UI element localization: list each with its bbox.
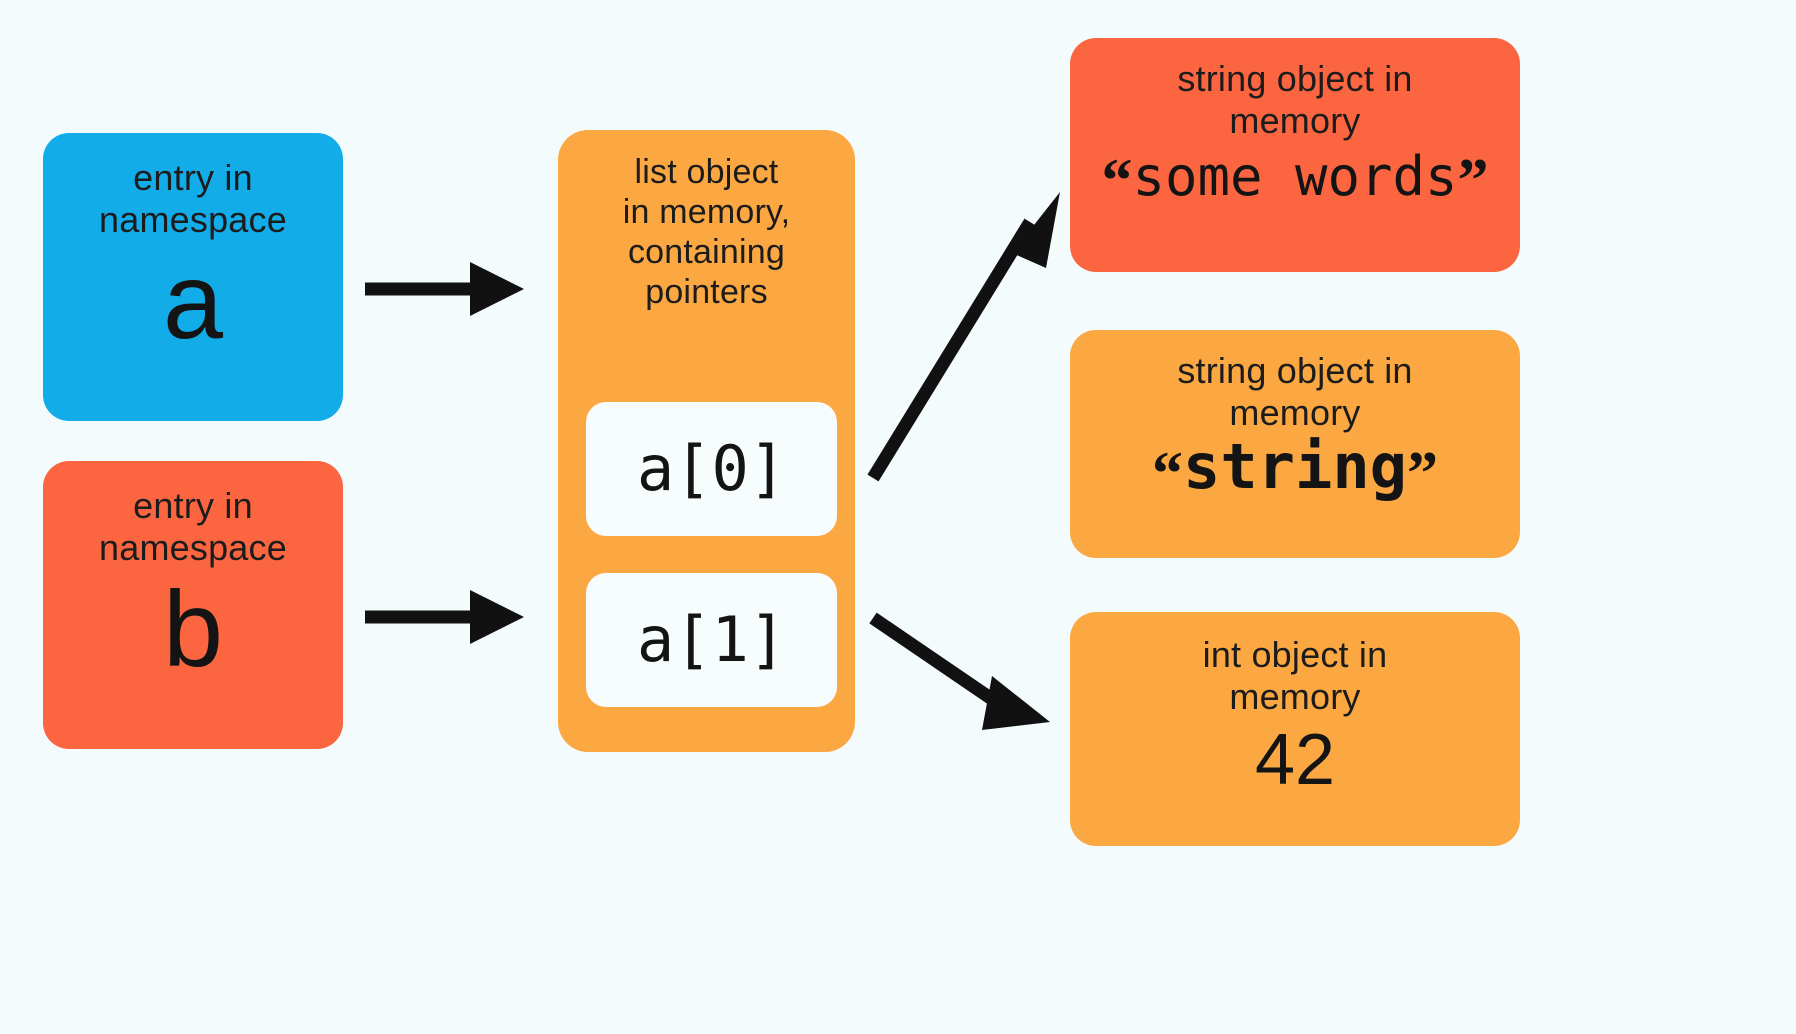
- close-quote-glyph: ”: [1406, 439, 1438, 508]
- open-quote-glyph: “: [1101, 146, 1133, 215]
- arrow-cell1-to-int: [869, 612, 1050, 730]
- string-object-string-caption-line2: memory: [1229, 391, 1361, 433]
- close-quote-glyph: ”: [1457, 146, 1489, 215]
- string-object-string-value-line: “ string ”: [1070, 429, 1520, 505]
- string-object-some-words-value: some words: [1132, 144, 1458, 208]
- arrow-cell0-to-some-words: [867, 192, 1060, 482]
- list-cell-a1: a[1]: [586, 573, 837, 707]
- open-quote-glyph: “: [1152, 439, 1184, 508]
- list-object: list object in memory, containing pointe…: [558, 130, 855, 752]
- namespace-entry-b-variable: b: [162, 567, 224, 689]
- namespace-entry-a-caption-line2: namespace: [99, 198, 287, 240]
- string-object-some-words-caption-line2: memory: [1229, 99, 1361, 141]
- string-object-some-words: string object in memory “ some words ”: [1070, 38, 1520, 272]
- string-object-string: string object in memory “ string ”: [1070, 330, 1520, 558]
- namespace-entry-b: entry in namespace b: [43, 461, 343, 749]
- arrow-b-to-list: [365, 590, 524, 644]
- namespace-entry-b-caption-line2: namespace: [99, 526, 287, 568]
- string-object-string-value: string: [1183, 429, 1407, 503]
- int-object-42-value: 42: [1254, 719, 1336, 800]
- namespace-entry-a-variable: a: [162, 239, 224, 361]
- namespace-entry-a: entry in namespace a: [43, 133, 343, 421]
- namespace-entry-b-caption-line1: entry in: [133, 485, 253, 526]
- string-object-string-caption-line1: string object in: [1177, 350, 1413, 391]
- string-object-some-words-caption-line1: string object in: [1177, 58, 1413, 99]
- list-cell-a0: a[0]: [586, 402, 837, 536]
- int-object-42: int object in memory 42: [1070, 612, 1520, 846]
- list-object-caption-line1: list object: [634, 153, 779, 191]
- list-cell-a0-label: a[0]: [636, 432, 787, 505]
- namespace-entry-a-caption-line1: entry in: [133, 157, 253, 198]
- list-object-caption-line3: containing: [627, 233, 785, 272]
- string-object-some-words-value-line: “ some words ”: [1070, 144, 1520, 212]
- int-object-42-caption-line1: int object in: [1202, 634, 1388, 675]
- arrow-a-to-list: [365, 262, 524, 316]
- list-cell-a1-label: a[1]: [636, 603, 787, 676]
- list-object-caption-line2: in memory,: [622, 193, 791, 232]
- int-object-42-caption-line2: memory: [1229, 675, 1361, 717]
- list-object-caption-line4: pointers: [645, 273, 768, 312]
